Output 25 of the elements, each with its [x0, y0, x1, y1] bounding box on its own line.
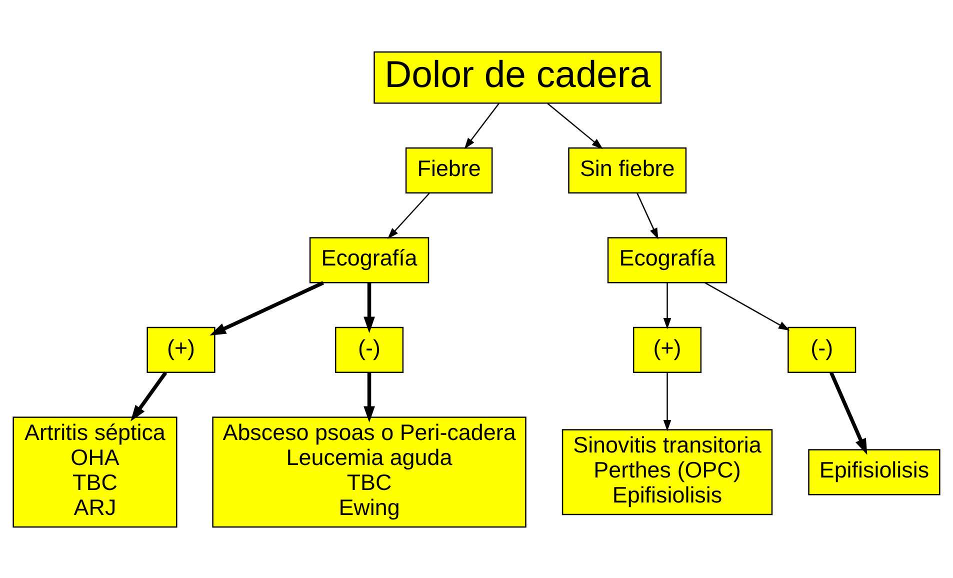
- node-box: Absceso psoas o Peri-cadera Leucemia aguda TBC Ewing: [212, 416, 526, 528]
- arrow: [364, 372, 375, 422]
- node-box: Dolor de cadera: [374, 50, 662, 104]
- node-box: (-): [335, 326, 404, 373]
- node-box: (-): [788, 326, 856, 373]
- node-box: Ecografía: [309, 236, 430, 283]
- arrow: [830, 371, 868, 454]
- node-box: Epifisiolisis: [808, 448, 940, 495]
- arrow: [547, 102, 603, 149]
- arrow: [464, 102, 500, 149]
- arrow: [663, 282, 672, 329]
- node-box: Sin fiebre: [568, 146, 687, 193]
- node-box: (+): [632, 326, 702, 373]
- arrow: [364, 282, 375, 333]
- arrow: [388, 192, 430, 239]
- arrow: [130, 371, 168, 421]
- node-box: Fiebre: [405, 146, 493, 193]
- node-box: Sinovitis transitoria Perthes (OPC) Epifisiolisis: [562, 428, 773, 515]
- arrow: [636, 192, 658, 239]
- node-box: Artritis séptica OHA TBC ARJ: [12, 416, 178, 528]
- node-box: (+): [146, 326, 216, 373]
- node-box: Ecografía: [607, 236, 728, 283]
- arrow: [663, 372, 672, 431]
- arrow: [704, 282, 790, 330]
- arrow: [210, 280, 324, 335]
